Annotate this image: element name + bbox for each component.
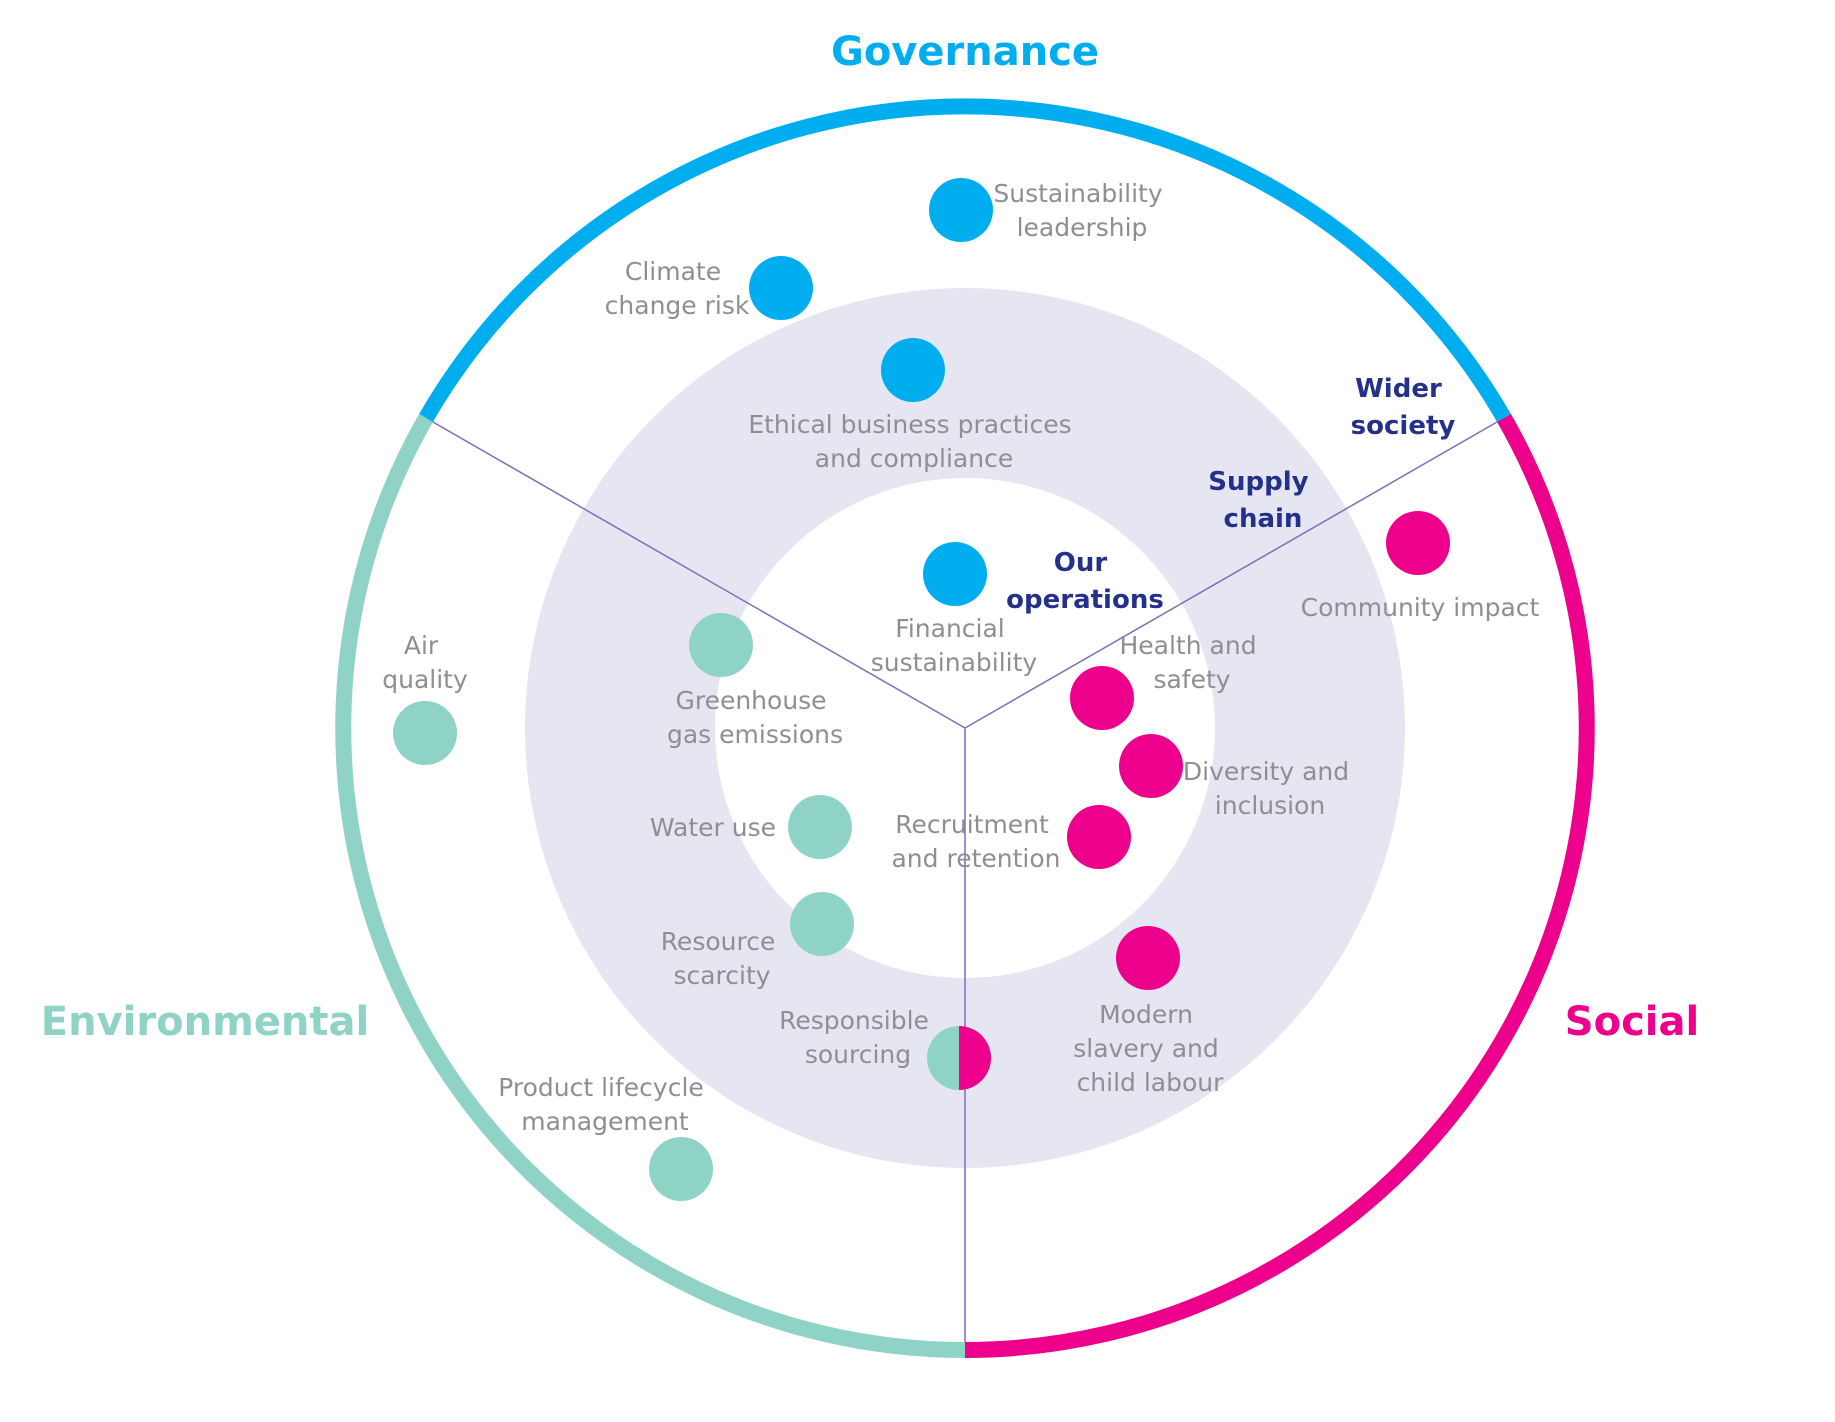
- environmental-arc: [335, 414, 966, 1358]
- label-health-and-safety: Health and safety: [1119, 631, 1264, 694]
- governance-arc: [419, 98, 1511, 422]
- dot-responsible-sourcing-env-half: [927, 1026, 959, 1090]
- zone-our-operations: Our operations: [1006, 548, 1164, 615]
- label-diversity-and-inclusion: Diversity and inclusion: [1183, 757, 1357, 820]
- label-modern-slavery: Modern slavery and child labour: [1073, 1000, 1226, 1097]
- zone-wider-society: Wider society: [1351, 374, 1456, 441]
- dot-air-quality: [393, 701, 457, 765]
- label-product-lifecycle: Product lifecycle management: [498, 1073, 712, 1136]
- dot-financial-sustainability: [923, 542, 987, 606]
- label-greenhouse-gas: Greenhouse gas emissions: [667, 686, 843, 749]
- dot-ethical-business: [881, 338, 945, 402]
- label-air-quality: Air quality: [382, 631, 468, 694]
- dot-resource-scarcity: [790, 892, 854, 956]
- dot-responsible-sourcing-social-half: [959, 1026, 991, 1090]
- label-responsible-sourcing: Responsible sourcing: [779, 1006, 937, 1069]
- label-sustainability-leadership: Sustainability leadership: [993, 179, 1170, 242]
- dot-diversity-and-inclusion: [1119, 734, 1183, 798]
- label-climate-change-risk: Climate change risk: [605, 257, 750, 320]
- label-financial-sustainability: Financial sustainability: [871, 614, 1038, 677]
- divider-right: [964, 417, 1505, 729]
- label-water-use: Water use: [650, 813, 776, 842]
- dot-water-use: [788, 795, 852, 859]
- dot-sustainability-leadership: [929, 178, 993, 242]
- label-resource-scarcity: Resource scarcity: [661, 927, 784, 990]
- category-social: Social: [1565, 999, 1699, 1045]
- social-arc: [964, 414, 1595, 1358]
- label-community-impact: Community impact: [1301, 593, 1540, 622]
- dot-product-lifecycle: [649, 1137, 713, 1201]
- dot-modern-slavery: [1116, 926, 1180, 990]
- dot-greenhouse-gas: [689, 613, 753, 677]
- divider-left: [425, 417, 966, 729]
- label-recruitment-and-retention: Recruitment and retention: [891, 810, 1060, 873]
- dot-health-and-safety: [1070, 666, 1134, 730]
- dot-recruitment-and-retention: [1067, 805, 1131, 869]
- zone-supply-chain: Supply chain: [1208, 467, 1317, 534]
- dot-community-impact: [1386, 511, 1450, 575]
- dot-climate-change-risk: [749, 256, 813, 320]
- category-governance: Governance: [831, 29, 1099, 75]
- label-ethical-business: Ethical business practices and complianc…: [748, 410, 1079, 473]
- category-environmental: Environmental: [41, 999, 369, 1045]
